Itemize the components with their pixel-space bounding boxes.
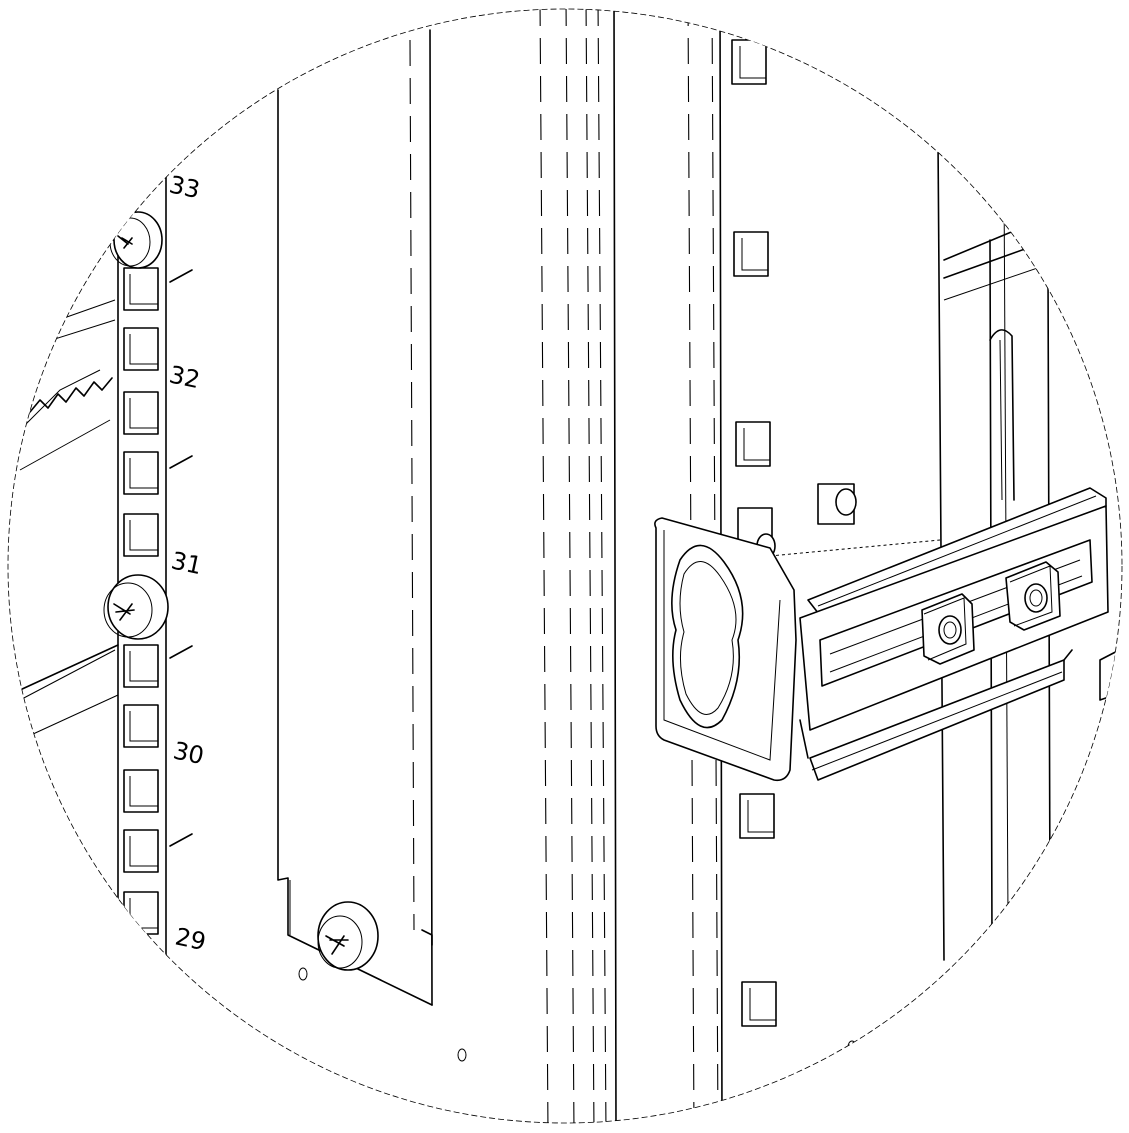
unit-label-33: 33	[167, 170, 203, 204]
detail-circle	[7, 8, 1123, 1124]
screw-panel-icon	[317, 901, 379, 971]
unit-label-32: 32	[167, 360, 203, 394]
rail-stud-icon	[756, 483, 941, 559]
screw-middle-icon	[103, 574, 169, 640]
unit-label-29: 29	[173, 922, 209, 956]
unit-labels: 33 32 31 30 29	[167, 170, 209, 956]
cage-nut-left-icon	[921, 593, 975, 665]
mounting-bracket	[654, 487, 1109, 782]
blanking-panel	[277, 29, 433, 1006]
cage-nut-right-icon	[1005, 561, 1061, 631]
unit-label-31: 31	[169, 546, 205, 580]
unit-label-30: 30	[171, 736, 207, 770]
background-frame-left	[19, 299, 119, 741]
right-rail-holes	[731, 39, 777, 1027]
left-mounting-rail	[117, 169, 193, 1001]
